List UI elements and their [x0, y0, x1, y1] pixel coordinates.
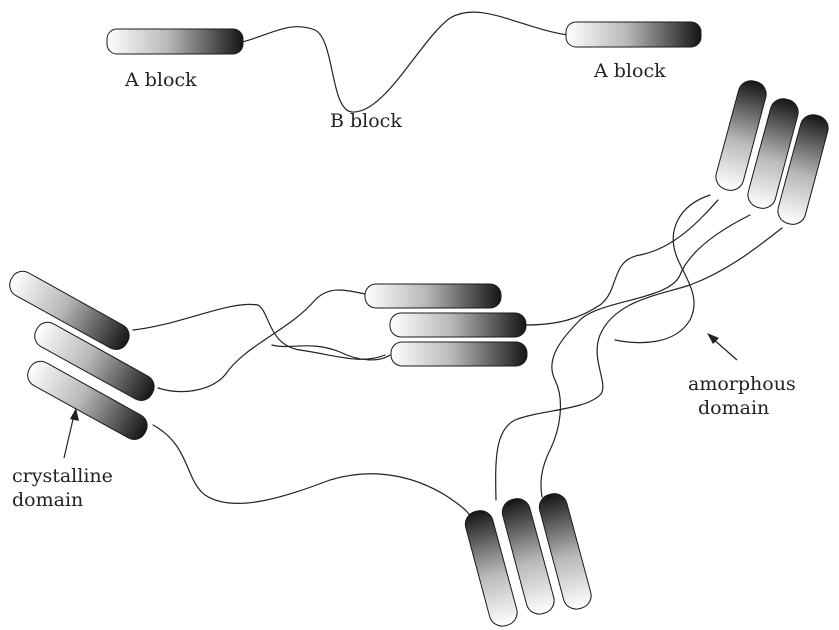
crystalline-pointer [63, 408, 79, 459]
crystalline-domain-label-line2: domain [12, 489, 83, 511]
chain-upper-right-to-bottom-a [540, 214, 751, 498]
crystalline-stack-center [364, 283, 528, 367]
a-block-label-right: A block [593, 60, 666, 82]
crystalline-stack-bottom [464, 493, 592, 627]
crystalline-stack-left [9, 270, 155, 440]
crystalline-domain-label-line1: crystalline [12, 465, 113, 487]
amorphous-domain-label-line1: amorphous [688, 373, 796, 395]
a-block-label-left: A block [124, 69, 197, 91]
chain-center-to-upper-right [524, 199, 719, 326]
chain-upper-right-to-bottom-b [495, 227, 783, 501]
chain-middle-left-to-center [157, 289, 371, 393]
chain-upper-left-to-center [132, 303, 386, 360]
chain-upper-right-to-center-loop [614, 194, 711, 344]
crystalline-stack-upper-right [715, 80, 829, 225]
chain-center-bottom-loop [271, 344, 391, 361]
amorphous-domain-label-line2: domain [698, 397, 769, 419]
chain-lower-left-to-bottom [152, 424, 473, 521]
b-block-chain [241, 11, 569, 113]
amorphous-pointer [707, 333, 738, 361]
a-block-rod-top-left [106, 28, 244, 55]
a-block-rod-top-right [565, 21, 702, 48]
b-block-label: B block [330, 110, 402, 132]
